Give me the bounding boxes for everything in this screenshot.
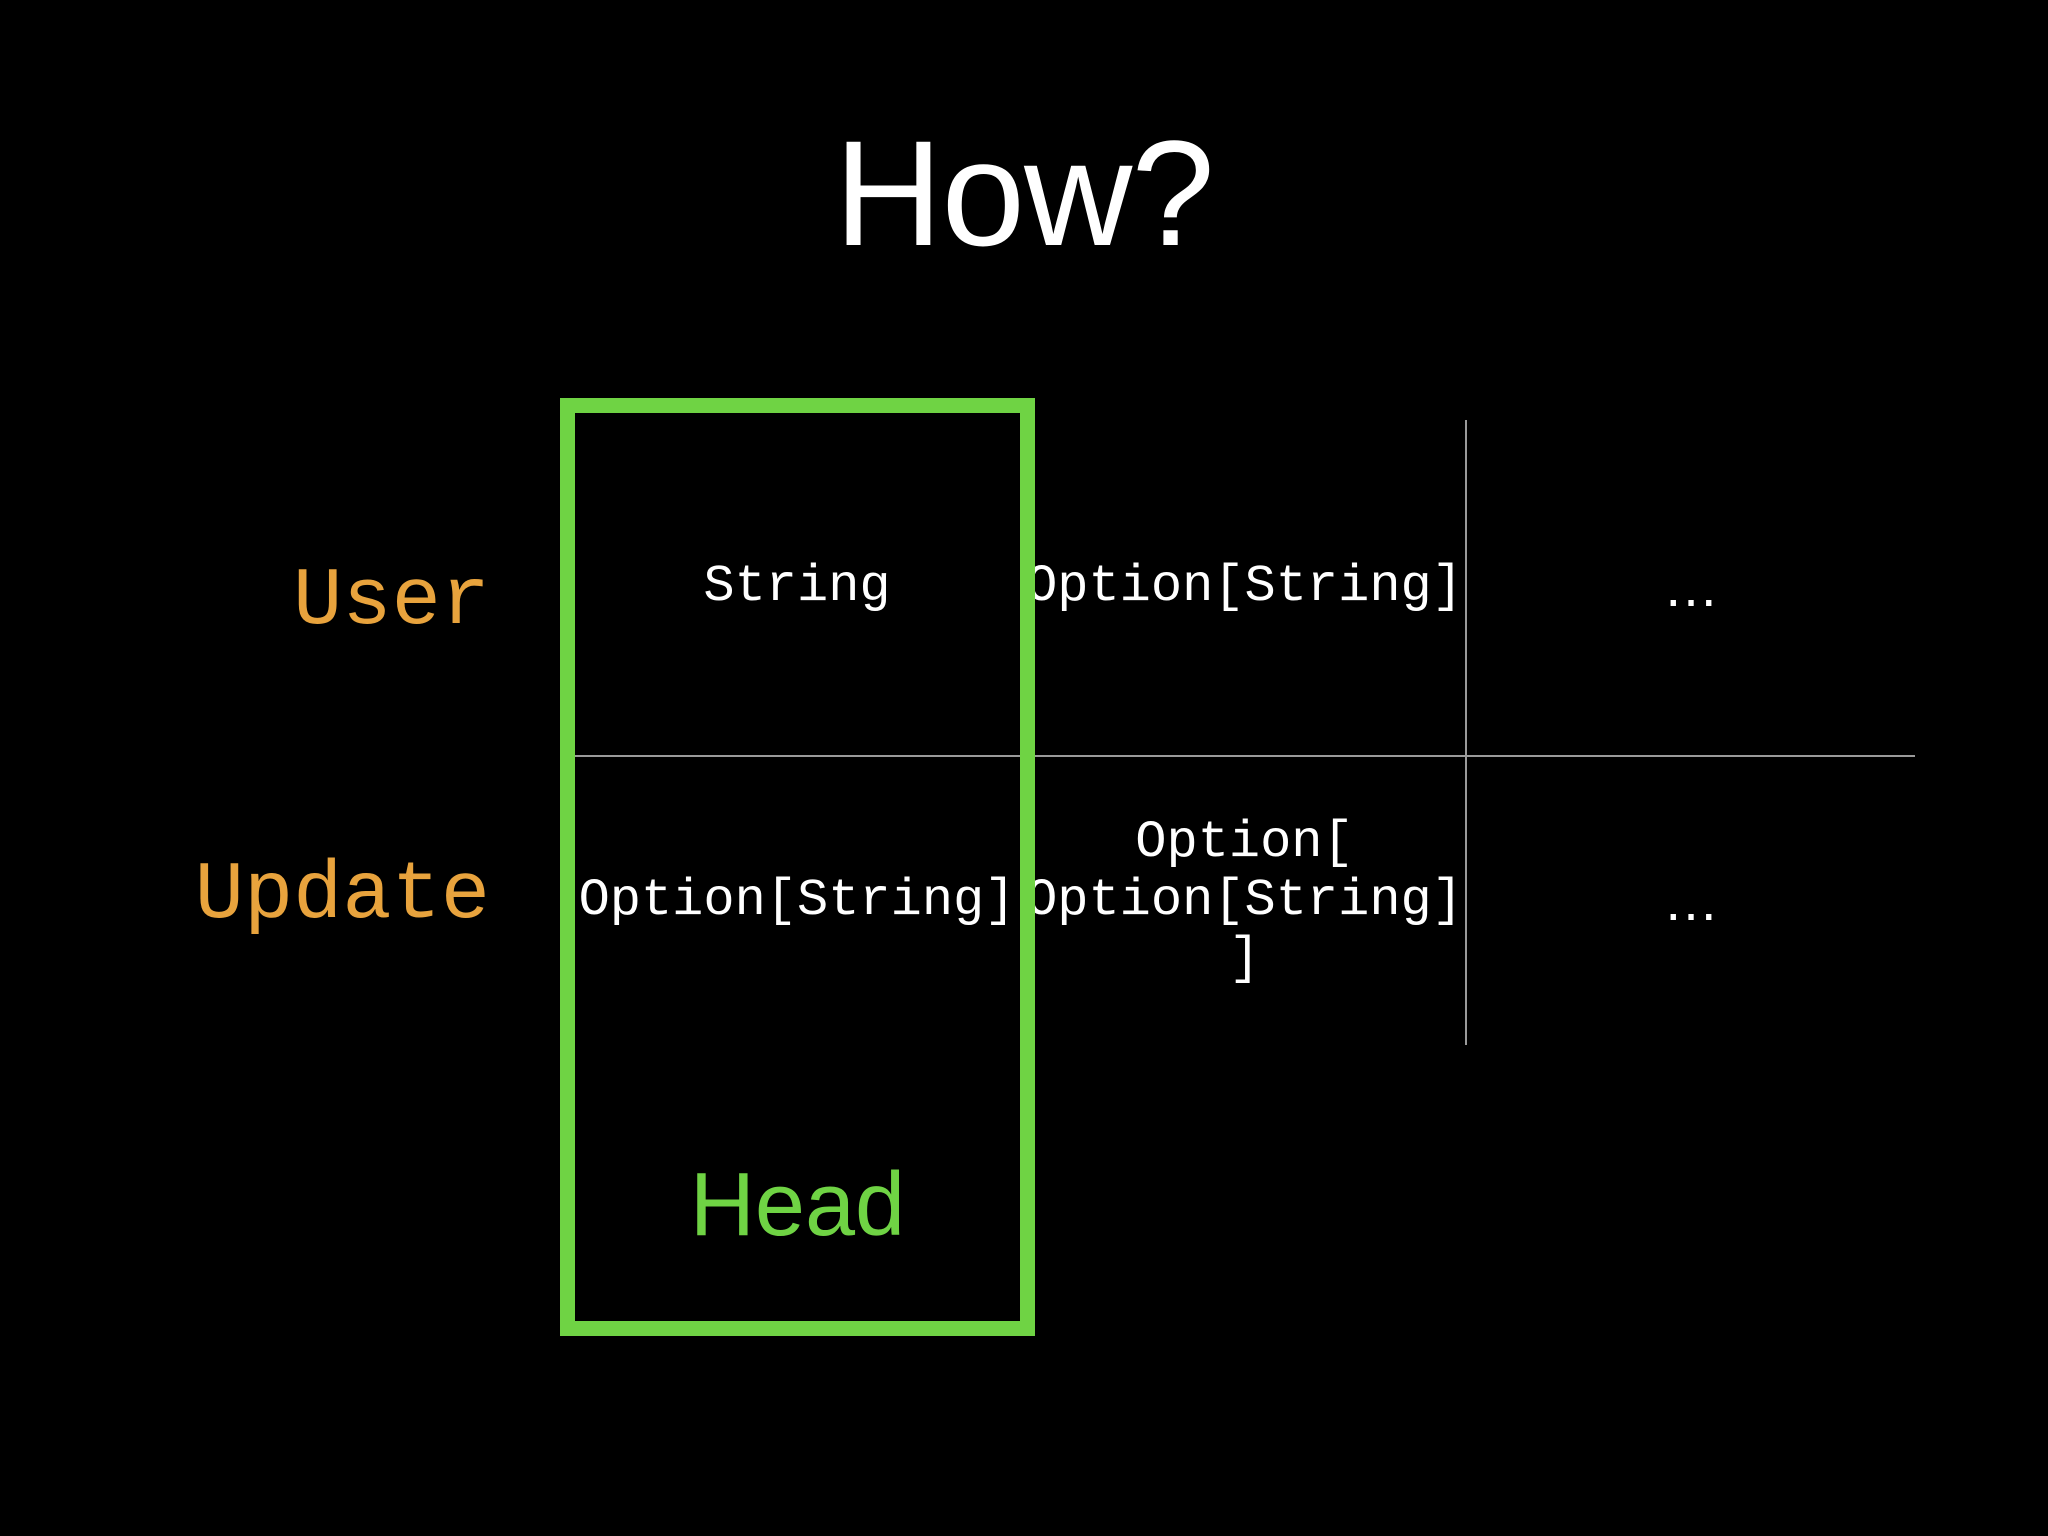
table-cell-user-second: Option[String] <box>1026 557 1463 617</box>
row-label-user: User <box>293 555 490 648</box>
table-cell-update-second: Option[ Option[String] ] <box>1026 812 1463 989</box>
table-cell-update-ellipsis: … <box>1663 868 1719 932</box>
table-vertical-divider-2 <box>1465 420 1467 1045</box>
type-table: String Option[String] … Option[String] O… <box>572 420 1915 1045</box>
row-label-update: Update <box>194 849 490 942</box>
head-column-label: Head <box>689 1155 906 1255</box>
table-horizontal-divider <box>572 755 1915 757</box>
page-title: How? <box>834 109 1215 277</box>
table-cell-user-head: String <box>703 557 891 617</box>
table-cell-update-head: Option[String] <box>578 870 1016 930</box>
table-cell-user-ellipsis: … <box>1663 555 1719 619</box>
